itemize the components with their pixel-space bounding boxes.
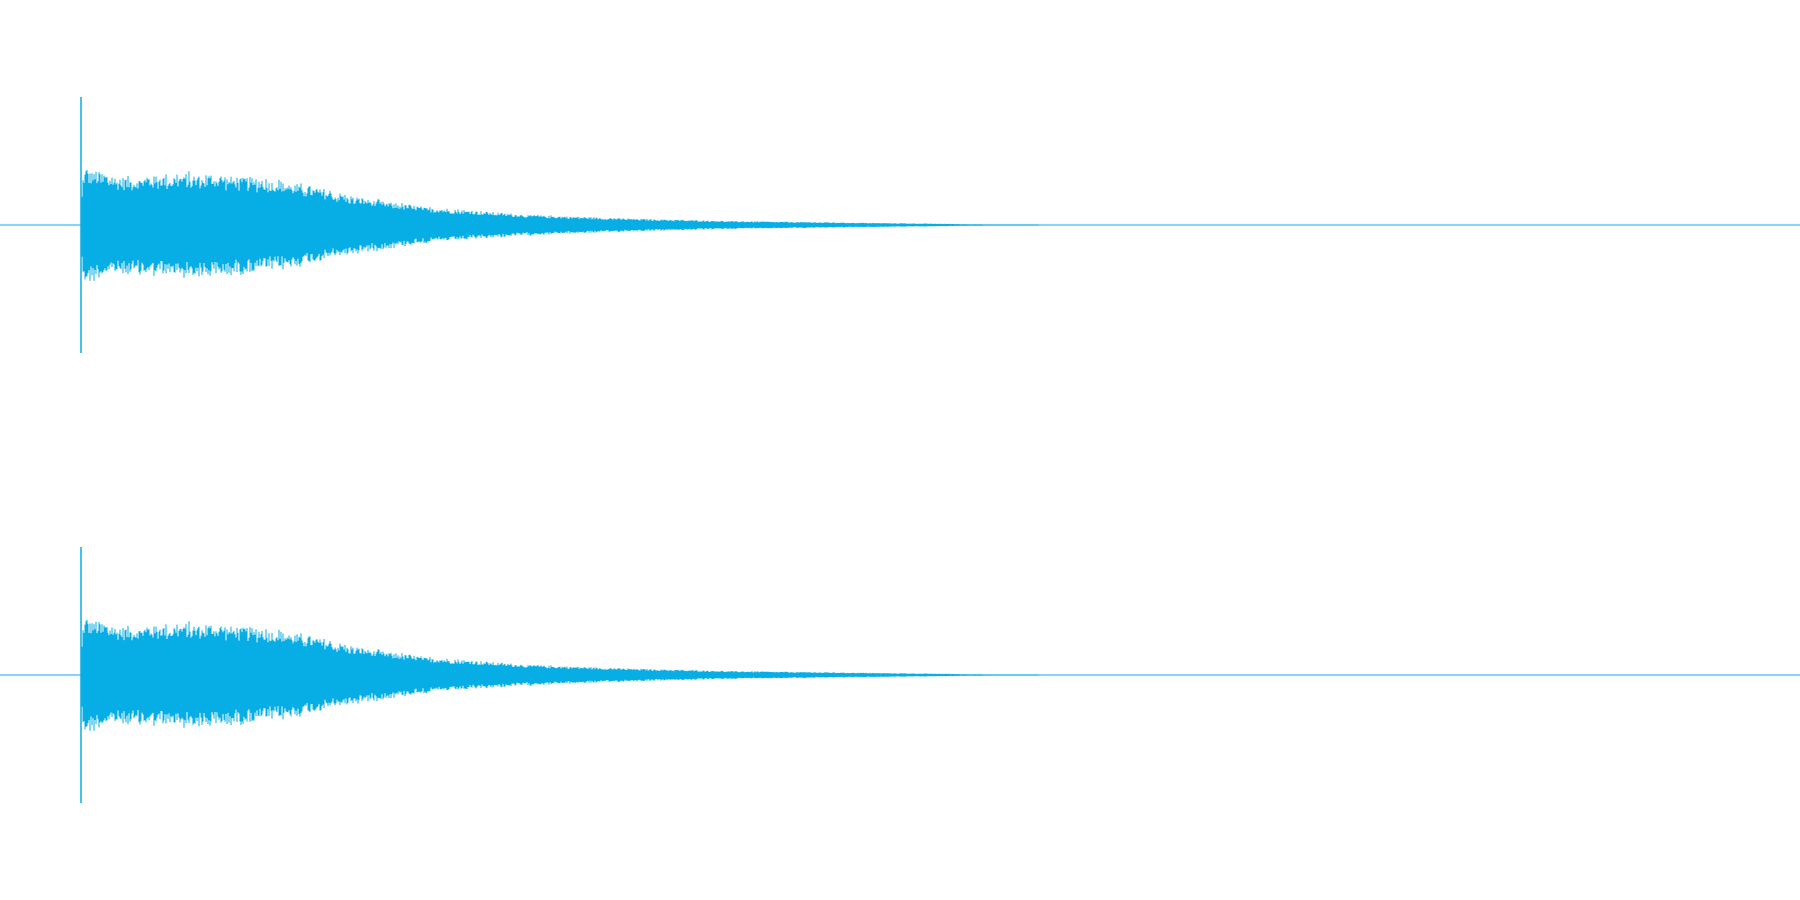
channel-track-1[interactable] [0,97,1800,353]
channel-track-2[interactable] [0,547,1800,803]
channel-tracks [0,97,1800,803]
